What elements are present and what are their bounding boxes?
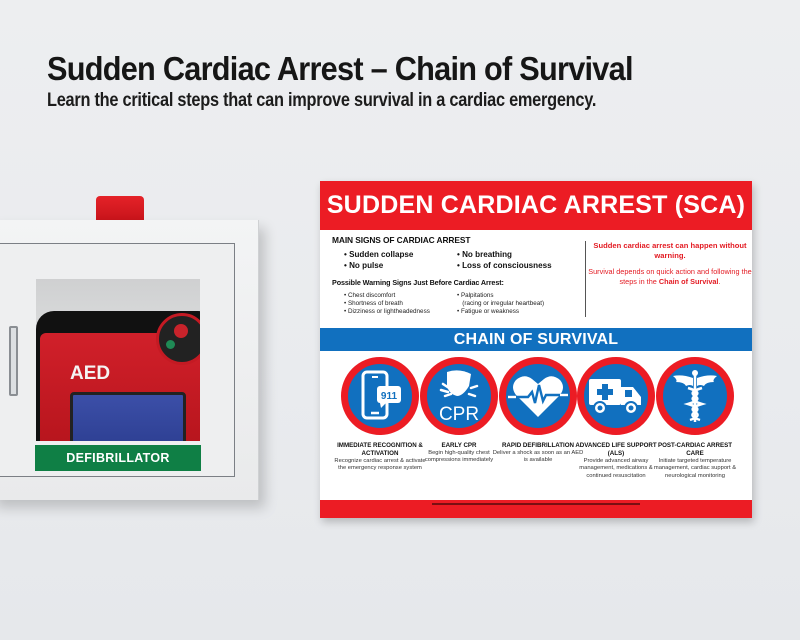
aed-pad-window — [70, 392, 186, 441]
cabinet-window: AED — [36, 279, 200, 441]
cpr-hands-icon: CPR — [439, 370, 479, 425]
step-1-badge: 911 — [341, 357, 419, 435]
step-2-desc: Begin high-quality chest compressions im… — [424, 449, 494, 464]
door-handle — [9, 326, 18, 396]
step-3: RAPID DEFIBRILLATION Deliver a shock as … — [493, 357, 583, 465]
step-4: ADVANCED LIFE SUPPORT (ALS) Provide adva… — [575, 357, 657, 480]
main-signs-list: • Sudden collapse • No breathing • No pu… — [344, 250, 587, 270]
alarm-beacon — [96, 196, 144, 220]
warning-sign-item: • Shortness of breath — [344, 300, 403, 307]
ambulance-icon — [589, 379, 641, 415]
step-2-title: EARLY CPR — [441, 442, 477, 449]
defibrillator-sign: DEFIBRILLATOR — [35, 445, 201, 471]
svg-text:911: 911 — [381, 391, 398, 402]
step-2-badge: CPR — [420, 357, 498, 435]
poster-title: SUDDEN CARDIAC ARREST (SCA) — [326, 191, 746, 219]
warning-signs-heading: Possible Warning Signs Just Before Cardi… — [332, 278, 504, 287]
poster-footer — [320, 500, 752, 518]
poster-header: SUDDEN CARDIAC ARREST (SCA) — [320, 181, 752, 230]
main-sign-item: • No pulse — [344, 261, 384, 270]
warning-signs-list: • Chest discomfort • Palpitations • Shor… — [344, 292, 587, 315]
step-4-badge — [577, 357, 655, 435]
sca-poster: SUDDEN CARDIAC ARREST (SCA) MAIN SIGNS O… — [320, 181, 752, 518]
step-3-title: RAPID DEFIBRILLATION — [501, 442, 575, 449]
step-1-desc: Recognize cardiac arrest & activate the … — [334, 457, 426, 472]
warning-callout: Sudden cardiac arrest can happen without… — [588, 241, 752, 287]
step-5-desc: Initiate targeted temperature management… — [653, 457, 737, 479]
step-3-badge — [499, 357, 577, 435]
page-subtitle: Learn the critical steps that can improv… — [47, 90, 597, 111]
main-sign-item: • Sudden collapse — [344, 250, 414, 259]
chain-title: CHAIN OF SURVIVAL — [453, 330, 619, 348]
page-title: Sudden Cardiac Arrest – Chain of Surviva… — [47, 50, 633, 87]
main-sign-item: • Loss of consciousness — [457, 261, 552, 270]
step-3-desc: Deliver a shock as soon as an AED is ava… — [492, 449, 584, 464]
heart-ecg-icon — [508, 376, 568, 417]
callout-survival-text: Survival depends on quick action and fol… — [588, 267, 752, 286]
chain-of-survival-emphasis: Chain of Survival — [658, 277, 719, 286]
step-5-badge — [656, 357, 734, 435]
section-divider — [585, 241, 586, 317]
main-signs-heading: MAIN SIGNS OF CARDIAC ARREST — [332, 235, 471, 245]
aed-device-label: AED — [70, 363, 111, 384]
fine-print — [432, 503, 640, 505]
power-button — [166, 340, 175, 349]
phone-911-icon: 911 — [361, 370, 401, 420]
main-sign-item: • No breathing — [457, 250, 512, 259]
step-5-title: POST-CARDIAC ARREST CARE — [657, 442, 733, 457]
warning-sign-item: • Dizziness or lightheadedness — [344, 308, 430, 315]
step-2: CPR EARLY CPR Begin high-quality chest c… — [419, 357, 499, 465]
svg-text:CPR: CPR — [439, 404, 479, 425]
step-4-title: ADVANCED LIFE SUPPORT (ALS) — [575, 442, 657, 457]
step-1-title: IMMEDIATE RECOGNITION & ACTIVATION — [337, 442, 423, 457]
step-1: 911 IMMEDIATE RECOGNITION & ACTIVATION R… — [334, 357, 426, 473]
aed-control-knob — [156, 313, 200, 365]
warning-sign-item: • Palpitations — [457, 292, 494, 299]
shock-button — [174, 324, 188, 338]
step-5: POST-CARDIAC ARREST CARE Initiate target… — [654, 357, 736, 480]
callout-warning-text: Sudden cardiac arrest can happen without… — [593, 241, 747, 260]
warning-sign-item: • Chest discomfort — [344, 292, 396, 299]
warning-sign-item: • Fatigue or weakness — [457, 308, 520, 315]
signs-section: MAIN SIGNS OF CARDIAC ARREST • Sudden co… — [332, 235, 587, 315]
warning-sign-item: (racing or irregular heartbeat) — [457, 300, 545, 307]
step-4-desc: Provide advanced airway management, medi… — [579, 457, 653, 479]
chain-of-survival-band: CHAIN OF SURVIVAL — [320, 328, 752, 351]
caduceus-icon — [673, 370, 717, 422]
